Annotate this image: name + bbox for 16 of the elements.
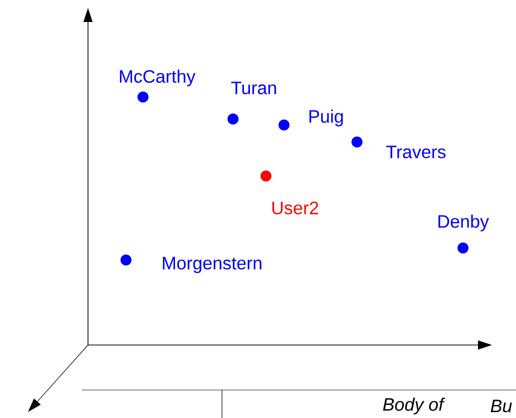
data-point [352, 136, 362, 148]
data-point [260, 170, 272, 182]
table-header: Bu [490, 400, 512, 412]
data-point [120, 254, 132, 266]
point-label: McCarthy [120, 70, 196, 86]
point-label: Puig [309, 110, 343, 126]
point-label: Denby [438, 214, 489, 232]
table-header: Body of [383, 398, 446, 414]
point-label: User2 [272, 202, 318, 214]
point-label: Turan [231, 82, 276, 94]
point-label: Morgenstern [162, 256, 262, 274]
point-label: Travers [386, 146, 446, 158]
data-point [278, 120, 290, 130]
data-point [228, 114, 238, 124]
data-point [458, 242, 468, 254]
data-point [138, 92, 148, 102]
